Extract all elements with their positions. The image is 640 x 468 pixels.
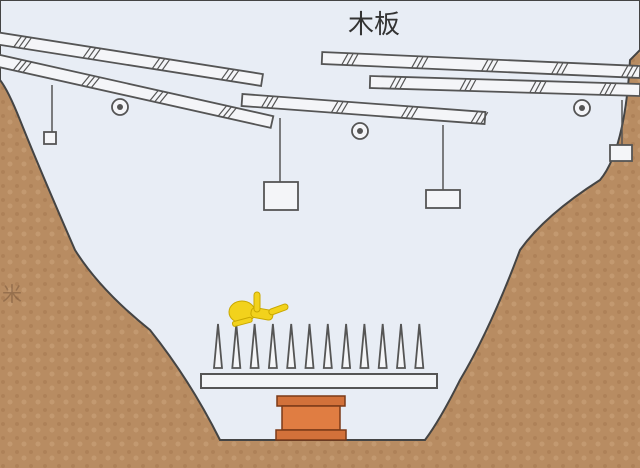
spike [341,323,352,369]
spike [286,323,297,369]
pulley-hub [357,128,363,134]
spike [322,323,333,369]
weight-block [425,189,461,209]
trapped-figure [228,291,289,327]
weight-block [609,144,633,162]
spike [213,323,223,369]
spike [267,323,278,369]
spike [396,323,406,369]
spike [304,323,315,369]
plank [320,51,640,79]
pulley-hub [579,105,585,111]
pulley-hub [117,104,123,110]
side-text: 米 [2,282,22,306]
spike [414,323,425,369]
spike [359,323,370,369]
plank-label: 木板 [348,10,401,40]
plank [0,31,264,87]
spike [249,323,260,369]
plank [0,53,275,129]
plank [240,93,489,125]
pit [0,0,640,441]
spike [377,323,388,369]
planks [0,31,640,129]
spike [231,323,242,369]
weights-and-pulleys [43,85,633,211]
weight-block [263,181,299,211]
board [200,373,438,389]
spike-board [200,323,438,389]
wooden-box [275,395,347,441]
plank [368,75,640,97]
weight-block [43,131,57,145]
